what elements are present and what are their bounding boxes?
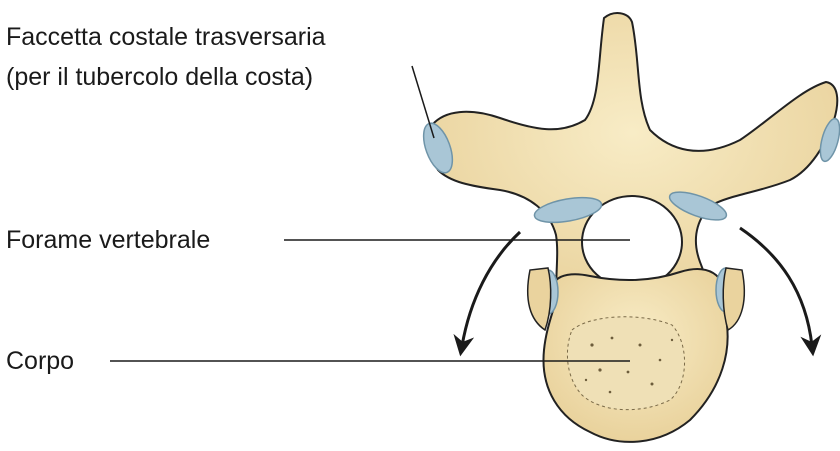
leader-faccetta — [412, 66, 434, 138]
arrow-right — [740, 228, 812, 346]
label-forame-vertebrale: Forame vertebrale — [6, 225, 210, 255]
body-trabecular-area — [567, 317, 684, 410]
pedicle-left — [528, 268, 551, 330]
pedicle-right — [723, 268, 744, 330]
label-corpo: Corpo — [6, 346, 74, 376]
label-faccetta-costale: Faccetta costale trasversaria — [6, 22, 326, 52]
label-faccetta-costale-sub: (per il tubercolo della costa) — [6, 62, 313, 92]
arrow-left — [462, 232, 520, 346]
